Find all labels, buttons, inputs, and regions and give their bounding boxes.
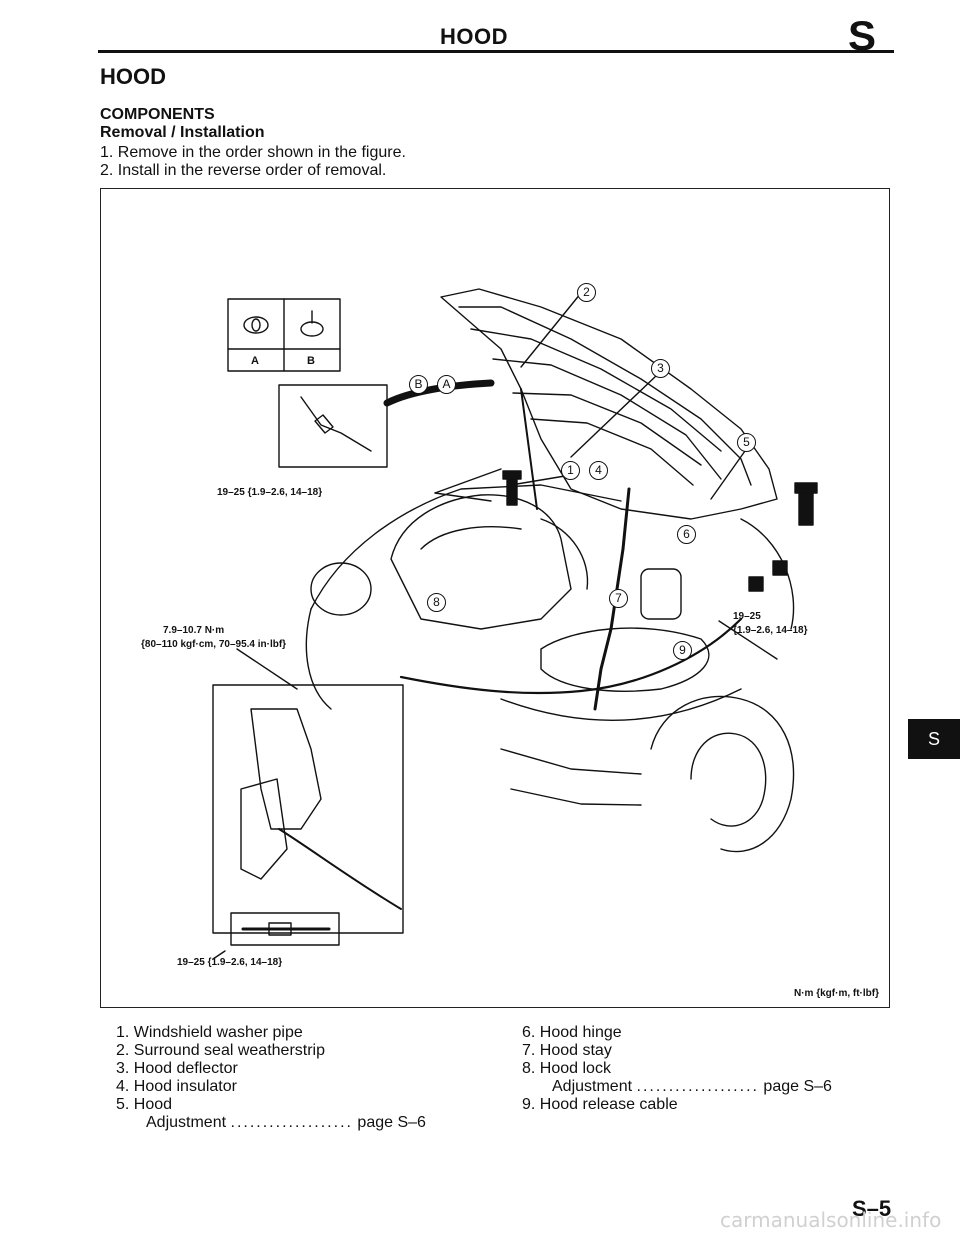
procedure-heading: Removal / Installation [100,124,265,141]
callout-letter-a: A [437,375,456,394]
headlamp-right [540,627,710,692]
legend-item-1: 1. Windshield washer pipe [116,1024,303,1041]
exploded-view-drawing [212,288,818,960]
legend-item-9: 9. Hood release cable [522,1096,678,1113]
component-list-left: 1. Windshield washer pipe 2. Surround se… [116,1024,426,1132]
page-number: S–5 [852,1196,892,1221]
torque-label-lock-alt: {80–110 kgf·cm, 70–95.4 in·lbf} [141,639,287,650]
torque-label-lock-nm: 7.9–10.7 N·m [163,625,225,636]
inset-label-b: B [307,355,315,367]
running-header-title: HOOD [440,24,508,49]
legend-item-6: 6. Hood hinge [522,1024,622,1041]
component-list-right: 6. Hood hinge 7. Hood stay 8. Hood lock … [522,1024,832,1114]
legend-item-7: 7. Hood stay [522,1042,612,1059]
torque-label-release: 19–25 {1.9–2.6, 14–18} [177,957,283,968]
hinge-bolt-icon [772,560,788,576]
torque-label-hinge: 19–25 {1.9–2.6, 14–18} [217,487,323,498]
grease-symbol-icon [243,316,269,334]
step-1: 1. Remove in the order shown in the figu… [100,144,406,161]
legend-item-5-adjustment: Adjustment ................... page S–6 [146,1114,426,1131]
hood-lock-detail-inset [212,684,404,934]
callout-3: 3 [651,359,670,378]
hood-panel [440,288,778,520]
bolt-icon [794,482,818,526]
callout-9: 9 [673,641,692,660]
hood-components-figure: 19–25 {1.9–2.6, 14–18} 7.9–10.7 N·m {80–… [100,188,890,1008]
legend-item-4: 4. Hood insulator [116,1078,237,1095]
page-reference: page S–6 [357,1114,426,1131]
reservoir [640,568,682,620]
bolt-icon [502,470,522,506]
callout-letter-b: B [409,375,428,394]
watermark: carmanualsonline.info [720,1208,942,1232]
callout-6: 6 [677,525,696,544]
torque-label-hinge-right: 19–25 [733,611,761,622]
headlamp-left [310,562,372,616]
release-cable-inset [230,912,340,946]
page-title: HOOD [100,64,166,89]
release-cable-route [399,617,743,695]
oil-symbol-icon [300,321,324,337]
page-reference: page S–6 [763,1078,832,1095]
step-2: 2. Install in the reverse order of remov… [100,162,387,179]
hood-lock-drawing [250,708,322,830]
torque-unit-legend: N·m {kgf·m, ft·lbf} [794,988,879,999]
header-divider [98,50,894,53]
legend-item-8: 8. Hood lock [522,1060,611,1077]
inset-label-a: A [251,355,259,367]
legend-item-8-adjustment: Adjustment ................... page S–6 [552,1078,832,1095]
front-wheel-arch [650,695,795,853]
hinge-bolt-icon [748,576,764,592]
callout-5: 5 [737,433,756,452]
components-heading: COMPONENTS [100,106,215,123]
callout-1: 1 [561,461,580,480]
legend-item-2: 2. Surround seal weatherstrip [116,1042,325,1059]
torque-label-hinge-right-alt: {1.9–2.6, 14–18} [733,625,808,636]
legend-item-3: 3. Hood deflector [116,1060,238,1077]
callout-8: 8 [427,593,446,612]
callout-2: 2 [577,283,596,302]
engine-block [390,494,572,630]
legend-item-5: 5. Hood [116,1096,173,1113]
callout-7: 7 [609,589,628,608]
hinge-detail-inset [278,384,388,468]
section-thumb-tab: S [908,719,960,759]
callout-4: 4 [589,461,608,480]
